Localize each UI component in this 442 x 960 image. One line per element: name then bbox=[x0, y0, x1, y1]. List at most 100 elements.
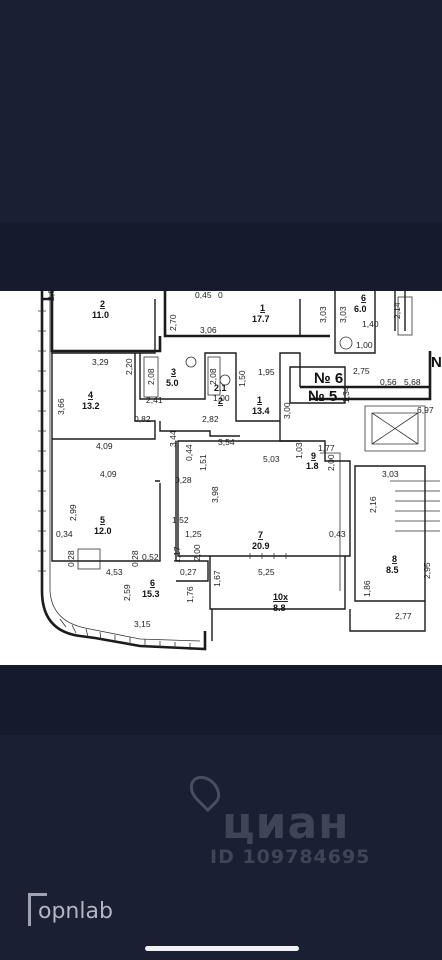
kitchen-stove bbox=[77, 548, 101, 570]
dimension-label: 3,54 bbox=[218, 437, 235, 447]
room-number: 6 bbox=[361, 293, 366, 303]
room-area: 15.3 bbox=[142, 589, 160, 599]
room-wall bbox=[209, 556, 346, 610]
dimension-label: 1,86 bbox=[362, 580, 372, 597]
dimension-label: 2,59 bbox=[122, 584, 132, 601]
dimension-label: 0,28 bbox=[175, 475, 192, 485]
room-area: 13.2 bbox=[82, 401, 100, 411]
dimension-label: 2,08 bbox=[208, 368, 218, 385]
dimension-label: 2,00 bbox=[192, 544, 202, 561]
dimension-label: 0,82 bbox=[134, 414, 151, 424]
logo-text: opnlab bbox=[38, 899, 113, 924]
room-area: 5.0 bbox=[166, 378, 179, 388]
bathtub bbox=[397, 296, 413, 336]
dimension-label: 0,28 bbox=[130, 550, 140, 567]
dimension-label: 0,56 bbox=[380, 377, 397, 387]
dimension-label: 2,6 bbox=[46, 291, 56, 301]
dimension-label: 0,45 bbox=[195, 291, 212, 300]
dimension-label: 0,44 bbox=[184, 444, 194, 461]
room-area: 1.8 bbox=[306, 461, 319, 471]
unit-label: N bbox=[431, 354, 442, 371]
room-wall bbox=[334, 291, 406, 354]
room-wall bbox=[139, 352, 237, 400]
dimension-label: 1,17 bbox=[172, 546, 182, 563]
dimension-label: 3,06 bbox=[200, 325, 217, 335]
toilet bbox=[185, 356, 197, 368]
dimension-label: 2,08 bbox=[146, 368, 156, 385]
room-wall bbox=[155, 421, 240, 482]
dimension-label: 4,53 bbox=[106, 567, 123, 577]
toilet bbox=[219, 374, 231, 386]
room-number: 1 bbox=[257, 395, 262, 405]
dimension-label: 4,09 bbox=[100, 469, 117, 479]
room-wall bbox=[51, 299, 156, 354]
dimension-label: 1,52 bbox=[172, 515, 189, 525]
bathtub bbox=[143, 356, 159, 398]
dimension-label: 2,82 bbox=[202, 414, 219, 424]
room-area: 20.9 bbox=[252, 541, 270, 551]
window-marks bbox=[249, 553, 287, 559]
dimension-label: 0,34 bbox=[56, 529, 73, 539]
room-area: 2.1 bbox=[214, 383, 227, 393]
room-area: 6.0 bbox=[354, 304, 367, 314]
home-indicator[interactable] bbox=[145, 946, 299, 951]
dimension-label: 1,40 bbox=[362, 319, 379, 329]
corridor-wall bbox=[300, 351, 432, 401]
outer-wall bbox=[40, 291, 207, 651]
dimension-label: 2,14 bbox=[392, 302, 402, 319]
room-number: 2 bbox=[218, 396, 223, 406]
dimension-label: 1,00 bbox=[213, 393, 230, 403]
outer-wall-inner bbox=[49, 291, 201, 642]
dimension-label: 1,51 bbox=[198, 454, 208, 471]
dimension-label: 3,03 bbox=[382, 469, 399, 479]
dimension-label: 1,25 bbox=[185, 529, 202, 539]
dimension-label: 1,95 bbox=[258, 367, 275, 377]
bottom-dark-band bbox=[0, 665, 442, 735]
floor-plan-drawing: 2 11.0 1 17.7 6 6.0 4 13.2 3 5.0 2 2.1 1… bbox=[38, 291, 442, 651]
dimension-label: 0,27 bbox=[180, 567, 197, 577]
room-area: 8.5 bbox=[386, 565, 399, 575]
dimension-label: 3,66 bbox=[56, 398, 66, 415]
elevator-box bbox=[364, 405, 426, 452]
watermark-listing-id: ID 109784695 bbox=[210, 846, 371, 868]
unit-label: № 5 bbox=[308, 388, 337, 405]
room-area: 13.4 bbox=[252, 406, 270, 416]
dimension-label: 2,99 bbox=[68, 504, 78, 521]
bathtub bbox=[207, 356, 221, 396]
room-wall bbox=[51, 353, 161, 562]
dimension-label: 2,75 bbox=[353, 366, 370, 376]
dimension-label: 2,41 bbox=[146, 395, 163, 405]
dimension-label: 5,68 bbox=[404, 377, 421, 387]
dimension-label: 2,77 bbox=[395, 611, 412, 621]
window-marks bbox=[38, 310, 191, 650]
dimension-label: 0,28 bbox=[66, 550, 76, 567]
room-area: 11.0 bbox=[92, 310, 109, 320]
topnlab-logo: opnlab bbox=[28, 893, 228, 933]
top-wall bbox=[42, 291, 330, 353]
dimension-label: 3,03 bbox=[318, 306, 328, 323]
dimension-label: 0,52 bbox=[142, 552, 159, 562]
room-number: 10x bbox=[273, 592, 288, 602]
room-number: 2 bbox=[100, 299, 105, 309]
dimension-label: 1,76 bbox=[185, 586, 195, 603]
dimension-label: 3,29 bbox=[92, 357, 109, 367]
room-area: 12.0 bbox=[94, 526, 112, 536]
dimension-label: 3,15 bbox=[134, 619, 151, 629]
room-area: 8.8 bbox=[273, 603, 286, 613]
room-wall bbox=[177, 440, 351, 557]
watermark-brand: циан bbox=[222, 798, 350, 849]
dimension-label: 4,09 bbox=[96, 441, 113, 451]
dimension-label: 6,97 bbox=[417, 405, 434, 415]
floor-plan-image: 2 11.0 1 17.7 6 6.0 4 13.2 3 5.0 2 2.1 1… bbox=[0, 291, 442, 665]
room-number: 5 bbox=[100, 515, 105, 525]
dimension-label: 1,00 bbox=[356, 340, 373, 350]
top-dark-band bbox=[0, 222, 442, 291]
stairs bbox=[320, 452, 440, 591]
unit-box bbox=[289, 366, 346, 404]
dimension-label: 1,67 bbox=[212, 570, 222, 587]
location-pin-icon bbox=[183, 769, 227, 813]
dimension-label: 2,70 bbox=[168, 314, 178, 331]
dimension-label: 0,43 bbox=[329, 529, 346, 539]
toilet bbox=[339, 336, 353, 350]
dimension-label: 3,44 bbox=[168, 430, 178, 447]
